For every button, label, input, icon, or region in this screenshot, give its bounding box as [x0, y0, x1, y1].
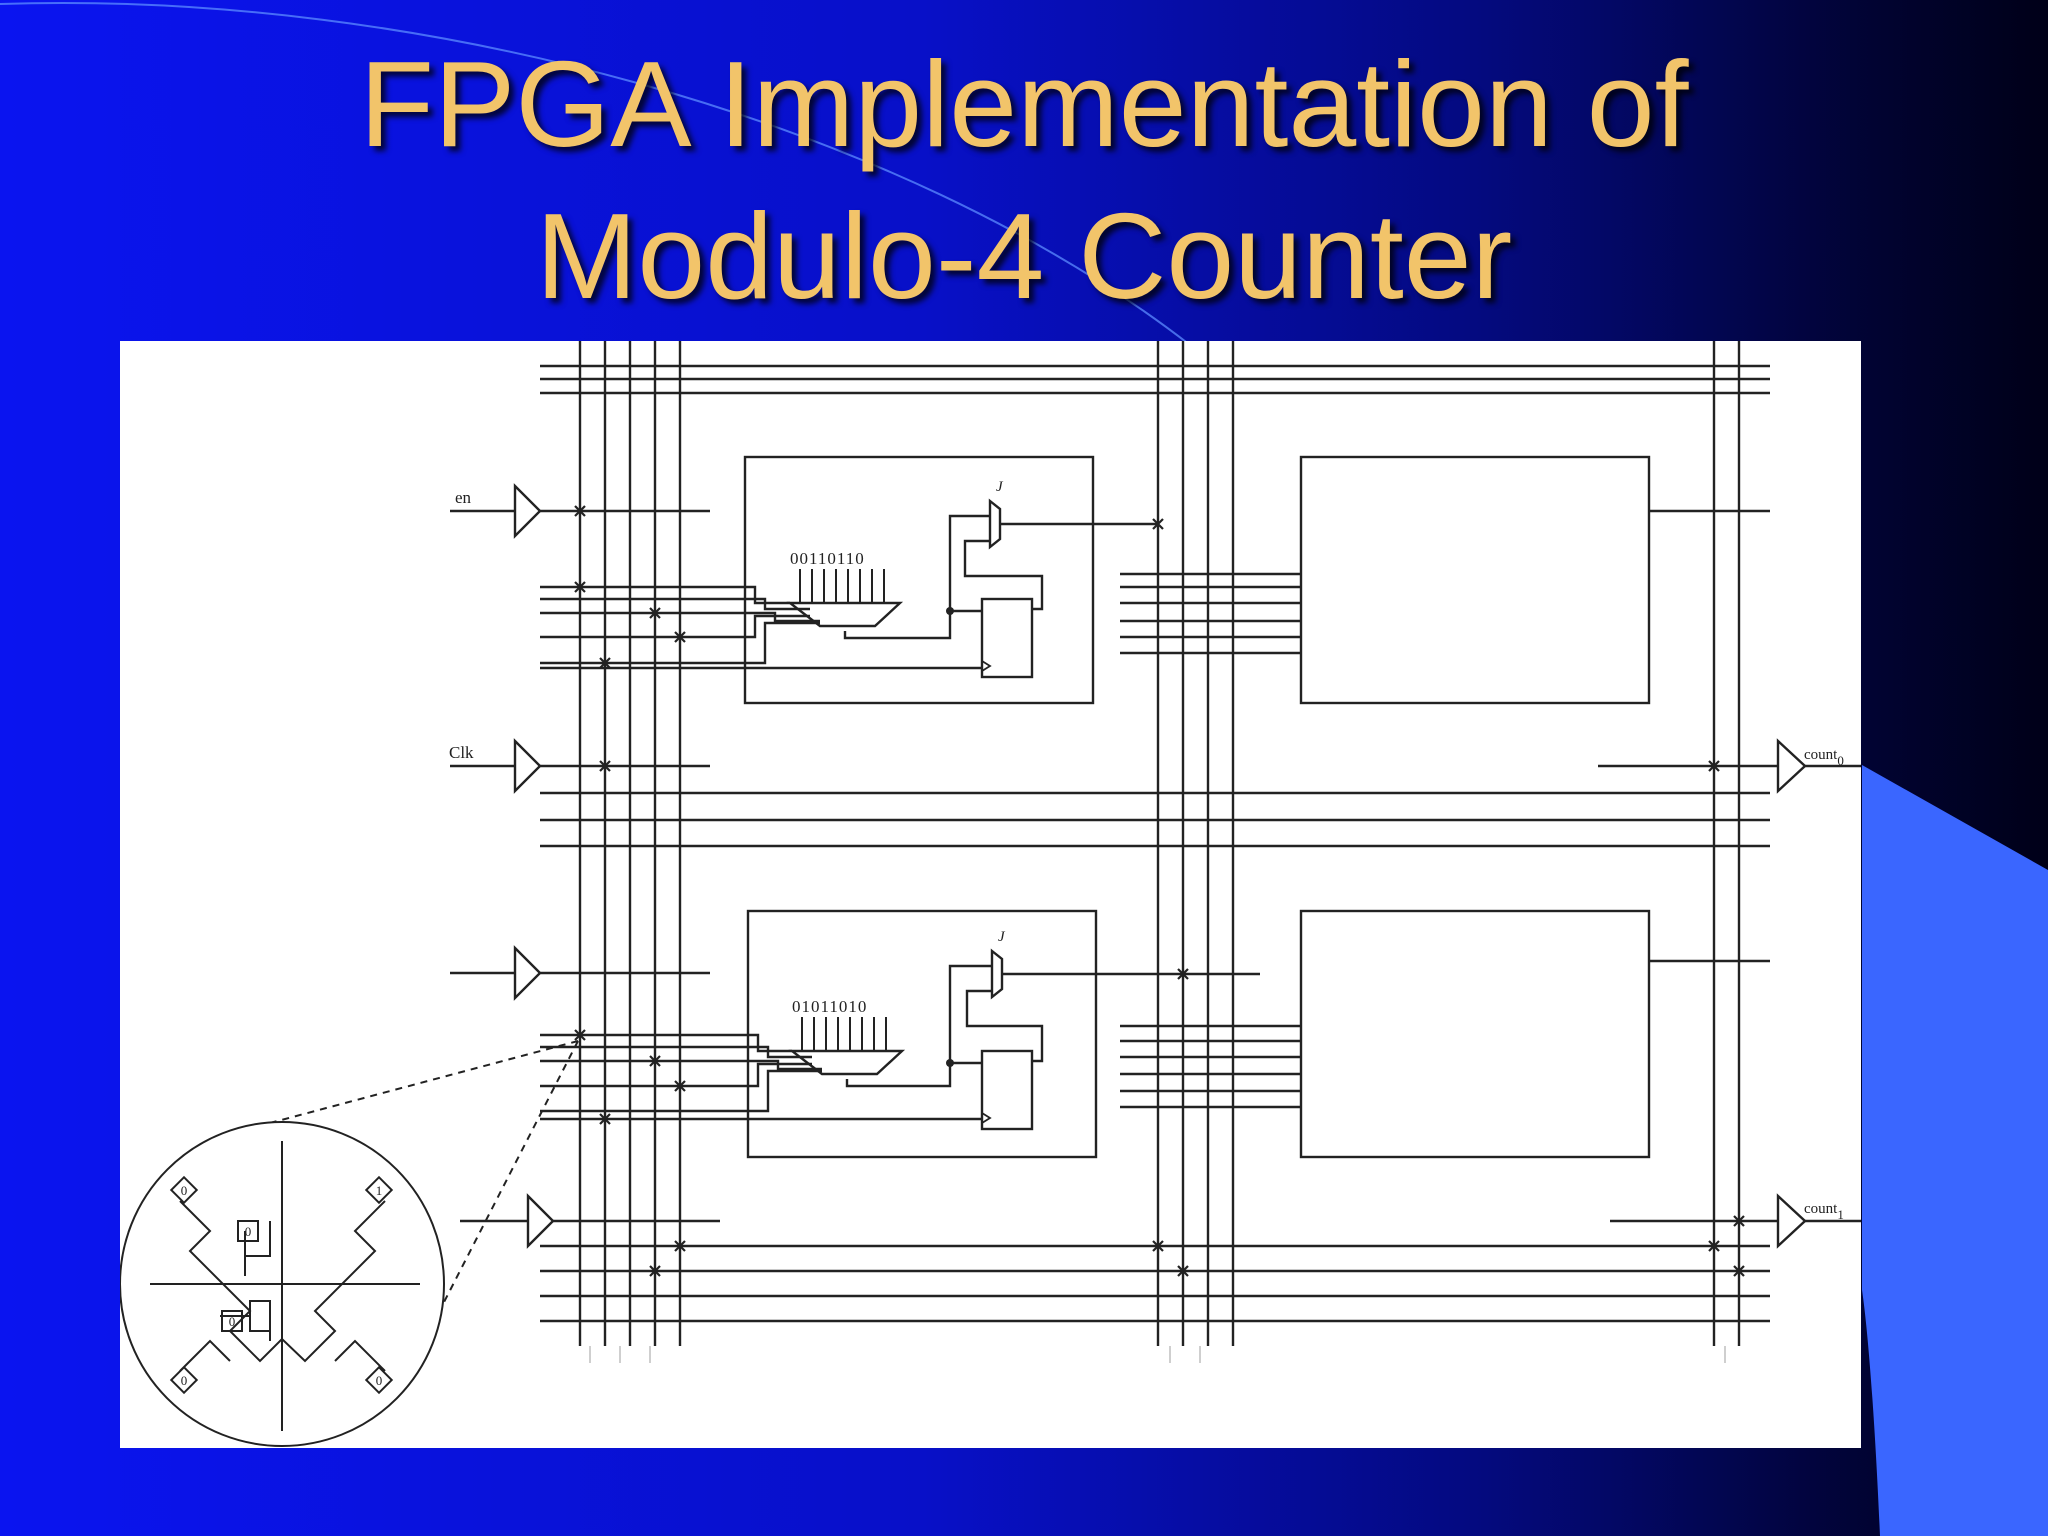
routing-channels — [540, 341, 1770, 1346]
junction-dot-top — [946, 607, 954, 615]
decorative-swoosh-line — [0, 1, 1191, 346]
third-input-buffer — [450, 945, 710, 1001]
clk-input-buffer — [450, 738, 710, 794]
flip-flop-bottom — [980, 1049, 1034, 1131]
mux-top-select-label: J — [996, 479, 1004, 495]
output-mux-bottom — [990, 948, 1004, 1000]
logic-block-top-right — [1299, 455, 1651, 705]
fpga-circuit-diagram: en Clk — [120, 341, 1861, 1447]
channel-stubs — [589, 1346, 1726, 1363]
lut-bottom-bits-label: 01011010 — [792, 997, 867, 1016]
decorative-accent-shape — [1862, 765, 2048, 1536]
count0-output-label: count0 — [1804, 747, 1844, 768]
right-block-inputs — [1120, 509, 1770, 1109]
count0-output-buffer — [1598, 738, 1861, 794]
mux-bottom-select-label: J — [998, 929, 1006, 945]
horizontal-channel-top — [540, 364, 1770, 395]
switch-points — [574, 505, 1745, 1277]
output-mux-top — [988, 498, 1002, 550]
switch-box-bit-cells — [169, 1175, 394, 1395]
slide-title: FPGA Implementation of Modulo-4 Counter — [0, 28, 2048, 332]
count1-output-buffer — [1610, 1193, 1861, 1249]
vertical-channel-left — [578, 341, 682, 1346]
en-input-label: en — [455, 488, 472, 507]
logic-block-bottom-right — [1299, 909, 1651, 1159]
output-buffers — [1598, 738, 1861, 1249]
switch-bit-1: 0 — [181, 1183, 188, 1198]
lut-top-bits: 00110110 — [790, 549, 865, 568]
zoom-callout-lines — [269, 1040, 579, 1307]
horizontal-channel-middle — [540, 791, 1770, 848]
title-line-2: Modulo-4 Counter — [535, 188, 1513, 324]
switch-box-bits: 0 1 0 0 0 0 — [181, 1183, 383, 1388]
title-line-1: FPGA Implementation of — [359, 36, 1689, 172]
switch-bit-6: 0 — [376, 1373, 383, 1388]
fpga-diagram-panel: en Clk — [120, 341, 1861, 1448]
horizontal-channel-bottom — [540, 1244, 1770, 1323]
en-input-buffer — [450, 483, 710, 539]
flip-flop-top — [980, 597, 1034, 679]
switch-bit-5: 0 — [181, 1373, 188, 1388]
vertical-channel-right — [1712, 341, 1741, 1346]
vertical-channel-middle — [1156, 341, 1235, 1346]
count1-output-label: count1 — [1804, 1201, 1844, 1222]
clk-input-label: Clk — [449, 743, 474, 762]
junction-dot-bottom — [946, 1059, 954, 1067]
logic-block-top-left — [540, 455, 1158, 705]
logic-block-bottom-left — [540, 909, 1260, 1159]
switch-bit-3: 0 — [245, 1224, 252, 1239]
switch-bit-2: 1 — [376, 1183, 383, 1198]
switch-bit-4: 0 — [229, 1314, 236, 1329]
fourth-input-buffer — [460, 1193, 720, 1249]
input-buffers — [450, 483, 720, 1249]
switch-box-detail — [120, 1121, 445, 1447]
